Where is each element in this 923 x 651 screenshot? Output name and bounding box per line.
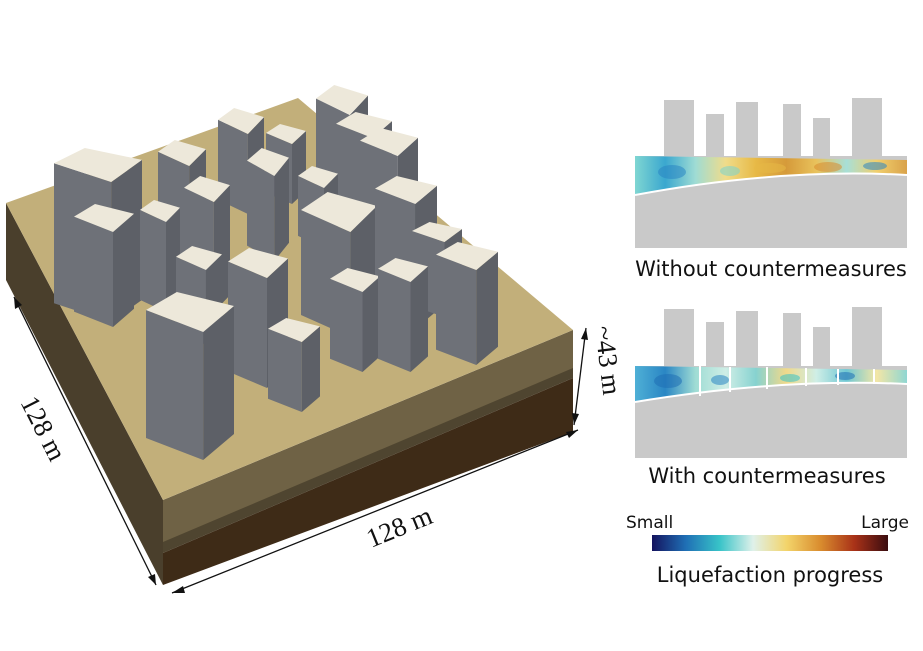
building: [74, 204, 134, 327]
building: [247, 148, 289, 261]
bedrock-boundary: [634, 381, 908, 403]
building: [436, 242, 498, 365]
section-building: [852, 307, 882, 369]
building: [330, 268, 380, 372]
with-countermeasures-caption: With countermeasures: [648, 464, 885, 488]
height-arrowhead-bottom: [572, 413, 579, 425]
depth-arrow: [13, 296, 157, 586]
width-arrow: [171, 429, 579, 594]
depth-arrowhead-bottom: [148, 574, 156, 585]
colorbar-max-label: Large: [861, 513, 909, 533]
ground-front-band: [163, 368, 573, 553]
height-dimension-label: ~43 m: [589, 324, 627, 396]
countermeasure-walls: [699, 366, 875, 396]
liquefaction-hotspots: [654, 372, 855, 388]
section-building: [813, 327, 830, 369]
height-arrow: [573, 327, 587, 426]
section-building: [813, 118, 830, 160]
height-arrowhead-top: [581, 328, 588, 340]
width-dimension-label: 128 m: [362, 500, 437, 553]
ground-front-lower-layer: [163, 378, 573, 585]
section-building: [736, 102, 758, 160]
liquefaction-hotspots: [658, 162, 887, 179]
section-building: [852, 98, 882, 160]
section-without-countermeasures: [634, 98, 908, 248]
colorbar: [652, 535, 888, 551]
section-with-countermeasures: [634, 307, 908, 458]
building: [146, 292, 234, 460]
section-building: [706, 322, 724, 369]
ground-left-face: [6, 203, 163, 585]
width-arrowhead-left: [172, 586, 185, 593]
colorbar-title: Liquefaction progress: [657, 563, 883, 587]
section-building: [736, 311, 758, 369]
section-building: [664, 309, 694, 369]
dimension-arrows: [13, 296, 588, 594]
without-countermeasures-caption: Without countermeasures: [635, 257, 907, 281]
colorbar-min-label: Small: [626, 513, 673, 533]
building-group: [54, 85, 498, 460]
ground-front-upper-layer: [163, 330, 573, 548]
section-building: [706, 114, 724, 160]
depth-arrowhead-top: [14, 297, 22, 309]
section-building: [783, 313, 801, 369]
width-arrowhead-right: [566, 430, 578, 438]
building: [378, 258, 428, 372]
section-building: [664, 100, 694, 160]
depth-dimension-label: 128 m: [15, 391, 73, 465]
building: [268, 318, 320, 412]
section-building: [783, 104, 801, 160]
bedrock-boundary: [634, 172, 908, 196]
